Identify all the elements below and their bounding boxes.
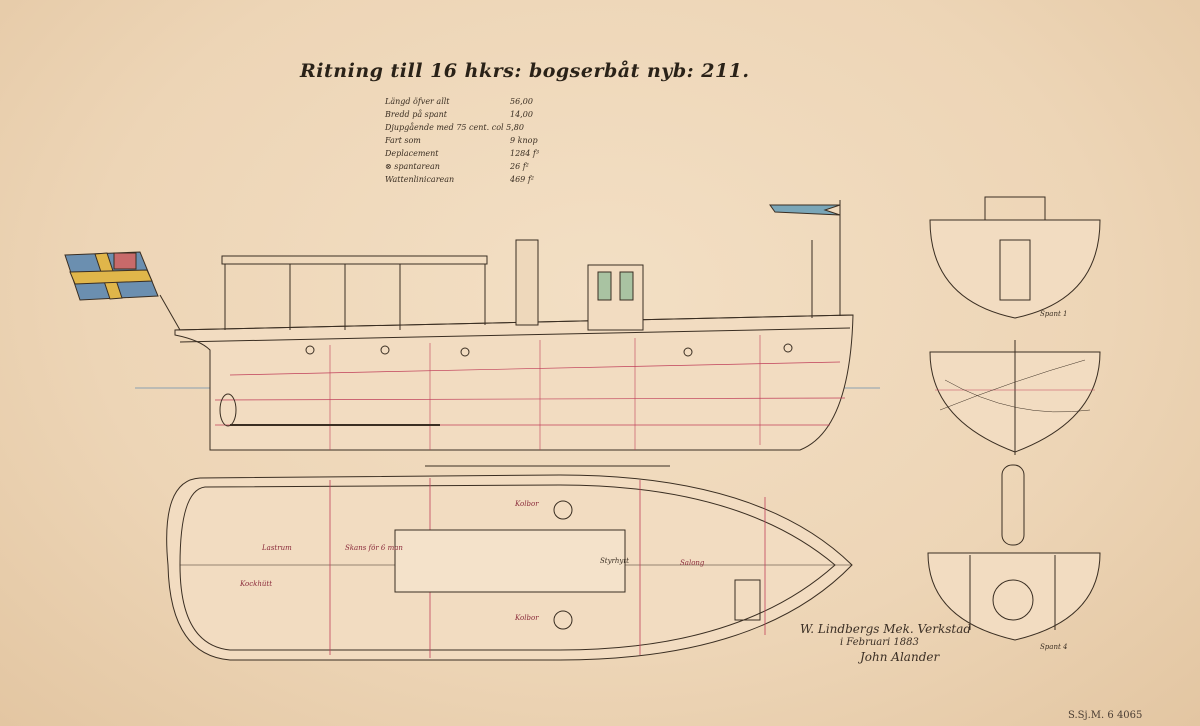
spec-label: Wattenlinicarean [385,175,455,184]
spec-label: Bredd på spant [385,110,448,119]
label-salong: Salong [680,559,705,567]
spec-value: 14,00 [510,110,533,119]
spec-value: 9 knop [510,136,538,145]
spec-label: Fart som [385,136,421,145]
pennant [769,204,841,216]
spec-row: Fart som 9 knop [385,134,539,147]
propeller [219,393,237,427]
spec-label: ⊗ spantarean [385,162,440,171]
body-plan [929,340,1101,455]
plan-view [166,474,853,661]
signature-line-2: i Februari 1883 [840,637,919,648]
engine-room [394,529,626,593]
label-styrhytt: Styrhytt [600,557,629,565]
spec-value: 26 f² [510,162,529,171]
spec-label: Djupgående med 75 cent. col 5,80 [385,123,524,132]
section-spant-4 [927,464,1101,641]
spec-row: ⊗ spantarean 26 f² [385,160,539,173]
spec-row: Djupgående med 75 cent. col 5,80 [385,121,539,134]
label-spant-4: Spant 4 [1040,643,1068,651]
sheer-line [174,314,854,331]
hull-outline [174,314,854,451]
signature-line-3: John Alander [860,650,940,664]
label-skans: Skans för 6 man [345,544,403,552]
signature-line-1: W. Lindbergs Mek. Verkstad [800,622,972,636]
awning [221,255,488,265]
portholes [305,343,793,357]
spec-row: Längd öfver allt 56,00 [385,95,539,108]
side-profile [64,200,854,451]
spec-row: Wattenlinicarean 469 f² [385,173,539,186]
spec-value: 56,00 [510,97,533,106]
wheelhouse [587,264,644,331]
spec-row: Bredd på spant 14,00 [385,108,539,121]
signature-block: W. Lindbergs Mek. Verkstad i Februari 18… [800,622,971,664]
spec-row: Deplacement 1284 f³ [385,147,539,160]
spec-value: 469 f² [510,175,534,184]
catalog-reference: S.Sj.M. 6 4065 [1068,710,1143,721]
label-lastrum: Lastrum [262,544,292,552]
section-spant-1 [929,196,1101,319]
funnel [515,239,539,326]
spec-label: Längd öfver allt [385,97,450,106]
specs-table: Längd öfver allt 56,00 Bredd på spant 14,0… [385,95,539,186]
frame-lines [329,335,761,450]
drawing-title: Ritning till 16 hkrs: bogserbåt nyb: 211… [300,60,750,82]
spec-value: 1284 f³ [510,149,540,158]
label-kolbor-top: Kolbor [515,500,539,508]
swedish-flag [64,251,159,301]
spec-label: Deplacement [385,149,439,158]
label-kockhutt: Kockhütt [240,580,273,588]
label-kolbor-bottom: Kolbor [515,614,539,622]
label-spant-1: Spant 1 [1040,310,1068,318]
